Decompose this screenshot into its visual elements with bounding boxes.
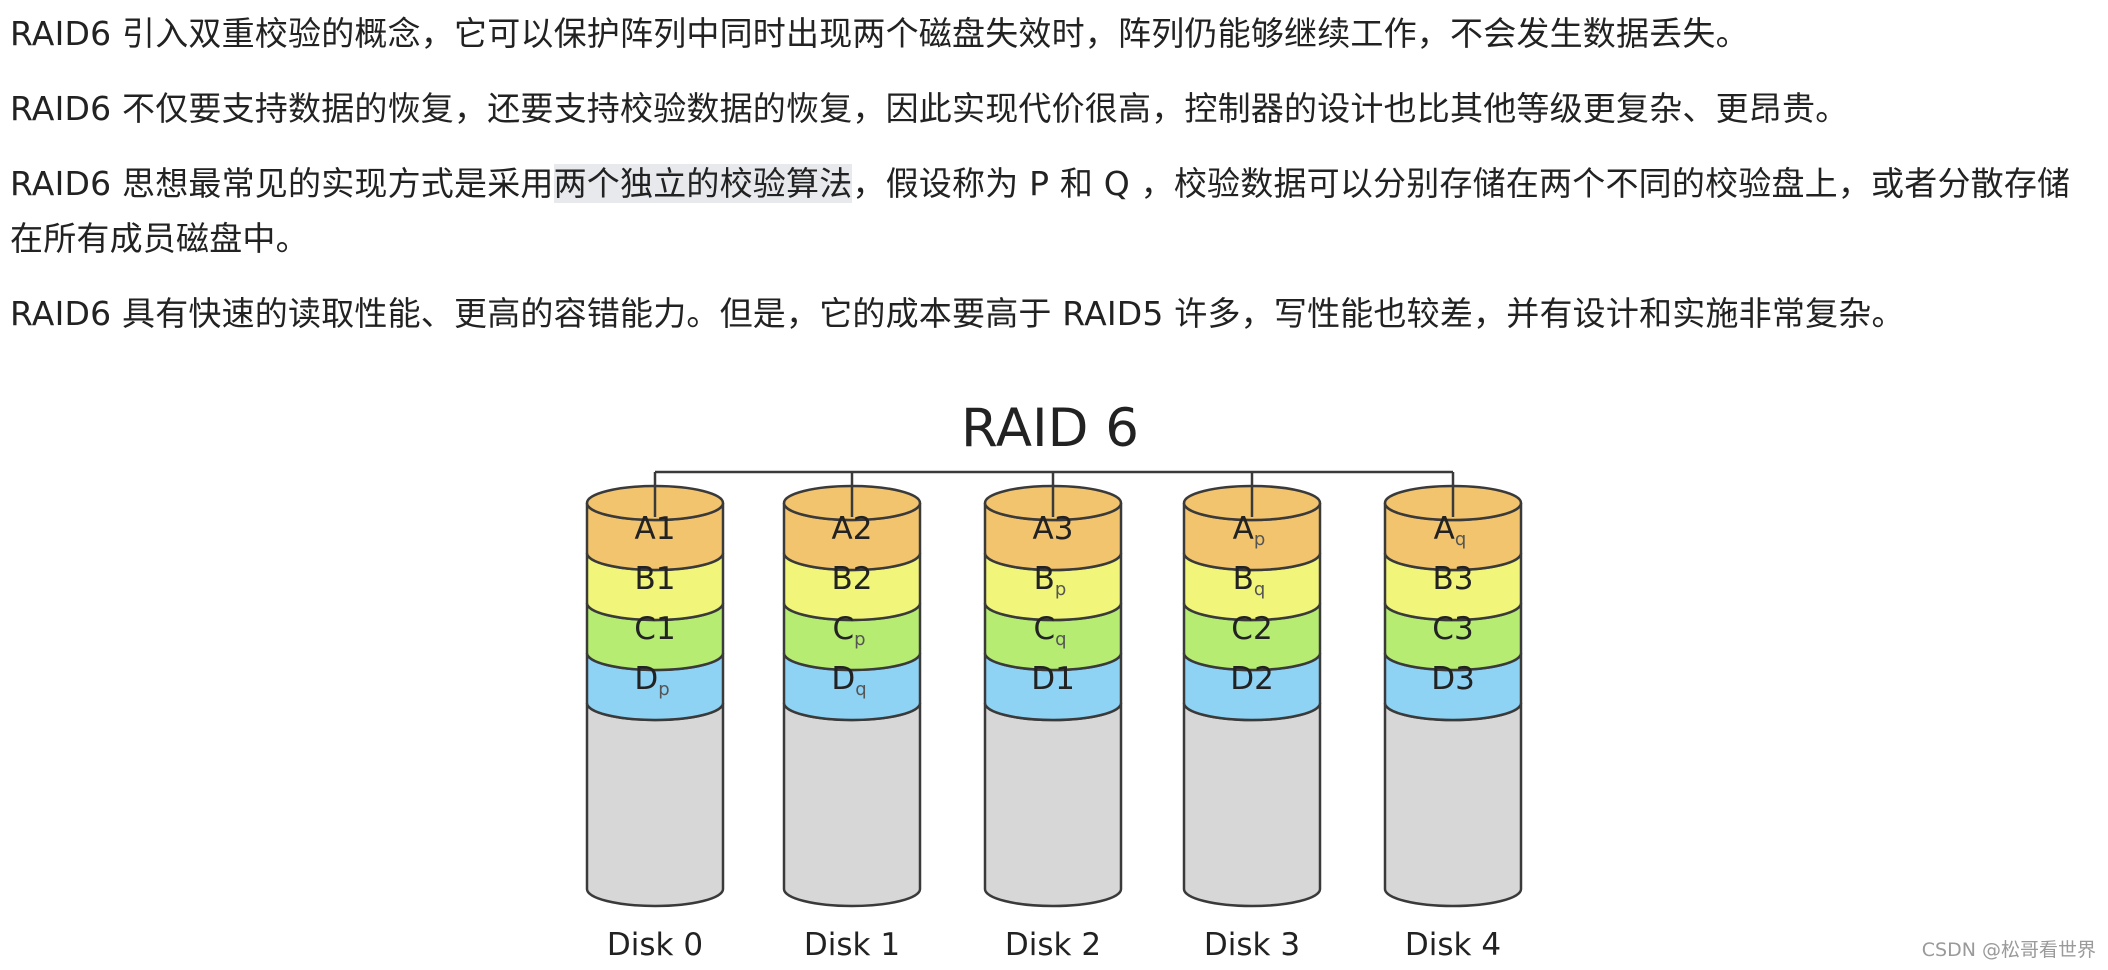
paragraph-text-before: RAID6 思想最常见的实现方式是采用 xyxy=(10,164,554,203)
highlighted-text: 两个独立的校验算法 xyxy=(553,164,853,203)
disk-3-block-label-b: Bq xyxy=(1233,561,1266,600)
diagram-title: RAID 6 xyxy=(961,398,1139,459)
block-label-sub: 2 xyxy=(1254,661,1274,697)
block-label-main: C xyxy=(1231,611,1253,647)
block-label-main: D xyxy=(831,661,855,697)
paragraph-raid6-intro: RAID6 引入双重校验的概念，它可以保护阵列中同时出现两个磁盘失效时，阵列仍能… xyxy=(10,14,1749,53)
block-label-sub: p xyxy=(1254,529,1265,550)
disk-4-label: Disk 4 xyxy=(1405,927,1501,963)
disk-0-block-label-d: Dp xyxy=(634,661,669,700)
block-label-sub: q xyxy=(1055,629,1066,650)
disk-0-label: Disk 0 xyxy=(607,927,703,963)
block-label-sub: 3 xyxy=(1454,561,1474,597)
disk-2-body xyxy=(983,702,1123,908)
disk-1-body xyxy=(782,702,922,908)
block-label-main: A xyxy=(635,511,656,547)
disk-2-block-label-c: Cq xyxy=(1033,611,1066,650)
block-label-main: A xyxy=(1434,511,1455,547)
disk-3-body xyxy=(1182,702,1322,908)
paragraph-raid6-recovery: RAID6 不仅要支持数据的恢复，还要支持校验数据的恢复，因此实现代价很高，控制… xyxy=(10,89,1849,128)
paragraph-text-after: ，假设称为 P 和 Q ，校验数据可以分别存储在两个不同的校验盘上，或者分散存储… xyxy=(10,164,2071,258)
block-label-sub: 2 xyxy=(853,511,873,547)
block-label-sub: 1 xyxy=(656,611,676,647)
paragraph-raid6-implementation: RAID6 思想最常见的实现方式是采用两个独立的校验算法，假设称为 P 和 Q … xyxy=(10,156,2100,266)
block-label-main: C xyxy=(1033,611,1055,647)
block-label-sub: q xyxy=(1254,579,1265,600)
disk-0-block-label-b: B1 xyxy=(634,561,675,597)
paragraph-raid6-performance: RAID6 具有快速的读取性能、更高的容错能力。但是，它的成本要高于 RAID5… xyxy=(10,294,1905,333)
block-label-sub: q xyxy=(1455,529,1466,550)
block-label-main: A xyxy=(832,511,853,547)
block-label-main: C xyxy=(1432,611,1454,647)
block-label-main: A xyxy=(1233,511,1254,547)
disk-1-block-label-d: Dq xyxy=(831,661,866,700)
block-label-sub: 2 xyxy=(1253,611,1273,647)
disk-2-block-label-b: Bp xyxy=(1034,561,1067,600)
block-label-sub: 1 xyxy=(656,561,676,597)
disk-3-block-label-a: Ap xyxy=(1233,511,1266,550)
disk-3-block-label-d: D2 xyxy=(1230,661,1274,697)
disk-3-label: Disk 3 xyxy=(1204,927,1300,963)
disk-2-block-label-d: D1 xyxy=(1031,661,1075,697)
watermark: CSDN @松哥看世界 xyxy=(1921,939,2096,961)
block-label-sub: p xyxy=(854,629,865,650)
disk-4-block-label-b: B3 xyxy=(1432,561,1473,597)
block-label-sub: 3 xyxy=(1054,511,1074,547)
block-label-sub: 1 xyxy=(1055,661,1075,697)
disk-3-block-label-c: C2 xyxy=(1231,611,1272,647)
disk-0-block-label-c: C1 xyxy=(634,611,675,647)
block-label-sub: p xyxy=(658,679,669,700)
block-label-main: A xyxy=(1033,511,1054,547)
block-label-main: B xyxy=(1432,561,1453,597)
article-body: RAID6 引入双重校验的概念，它可以保护阵列中同时出现两个磁盘失效时，阵列仍能… xyxy=(10,6,2100,361)
block-label-sub: 1 xyxy=(656,511,676,547)
block-label-main: C xyxy=(634,611,656,647)
block-label-main: D xyxy=(1031,661,1055,697)
disk-0-body xyxy=(585,702,725,908)
block-label-sub: q xyxy=(855,679,866,700)
disk-1-label: Disk 1 xyxy=(804,927,900,963)
block-label-main: D xyxy=(1230,661,1254,697)
block-label-main: B xyxy=(1034,561,1055,597)
disk-0-block-label-a: A1 xyxy=(635,511,676,547)
disk-2-label: Disk 2 xyxy=(1005,927,1101,963)
disk-4-body xyxy=(1383,702,1523,908)
disk-4-block-label-c: C3 xyxy=(1432,611,1473,647)
block-label-main: B xyxy=(634,561,655,597)
disk-4-block-label-d: D3 xyxy=(1431,661,1475,697)
block-label-sub: 3 xyxy=(1455,661,1475,697)
block-label-sub: 2 xyxy=(853,561,873,597)
block-label-main: C xyxy=(832,611,854,647)
disk-1-block-label-b: B2 xyxy=(831,561,872,597)
disk-4-block-label-a: Aq xyxy=(1434,511,1467,550)
block-label-main: B xyxy=(1233,561,1254,597)
disk-1-block-label-c: Cp xyxy=(832,611,865,650)
disk-1-block-label-a: A2 xyxy=(832,511,873,547)
block-label-main: B xyxy=(831,561,852,597)
block-label-main: D xyxy=(1431,661,1455,697)
block-label-sub: 3 xyxy=(1454,611,1474,647)
block-label-sub: p xyxy=(1055,579,1066,600)
block-label-main: D xyxy=(634,661,658,697)
disk-2-block-label-a: A3 xyxy=(1033,511,1074,547)
